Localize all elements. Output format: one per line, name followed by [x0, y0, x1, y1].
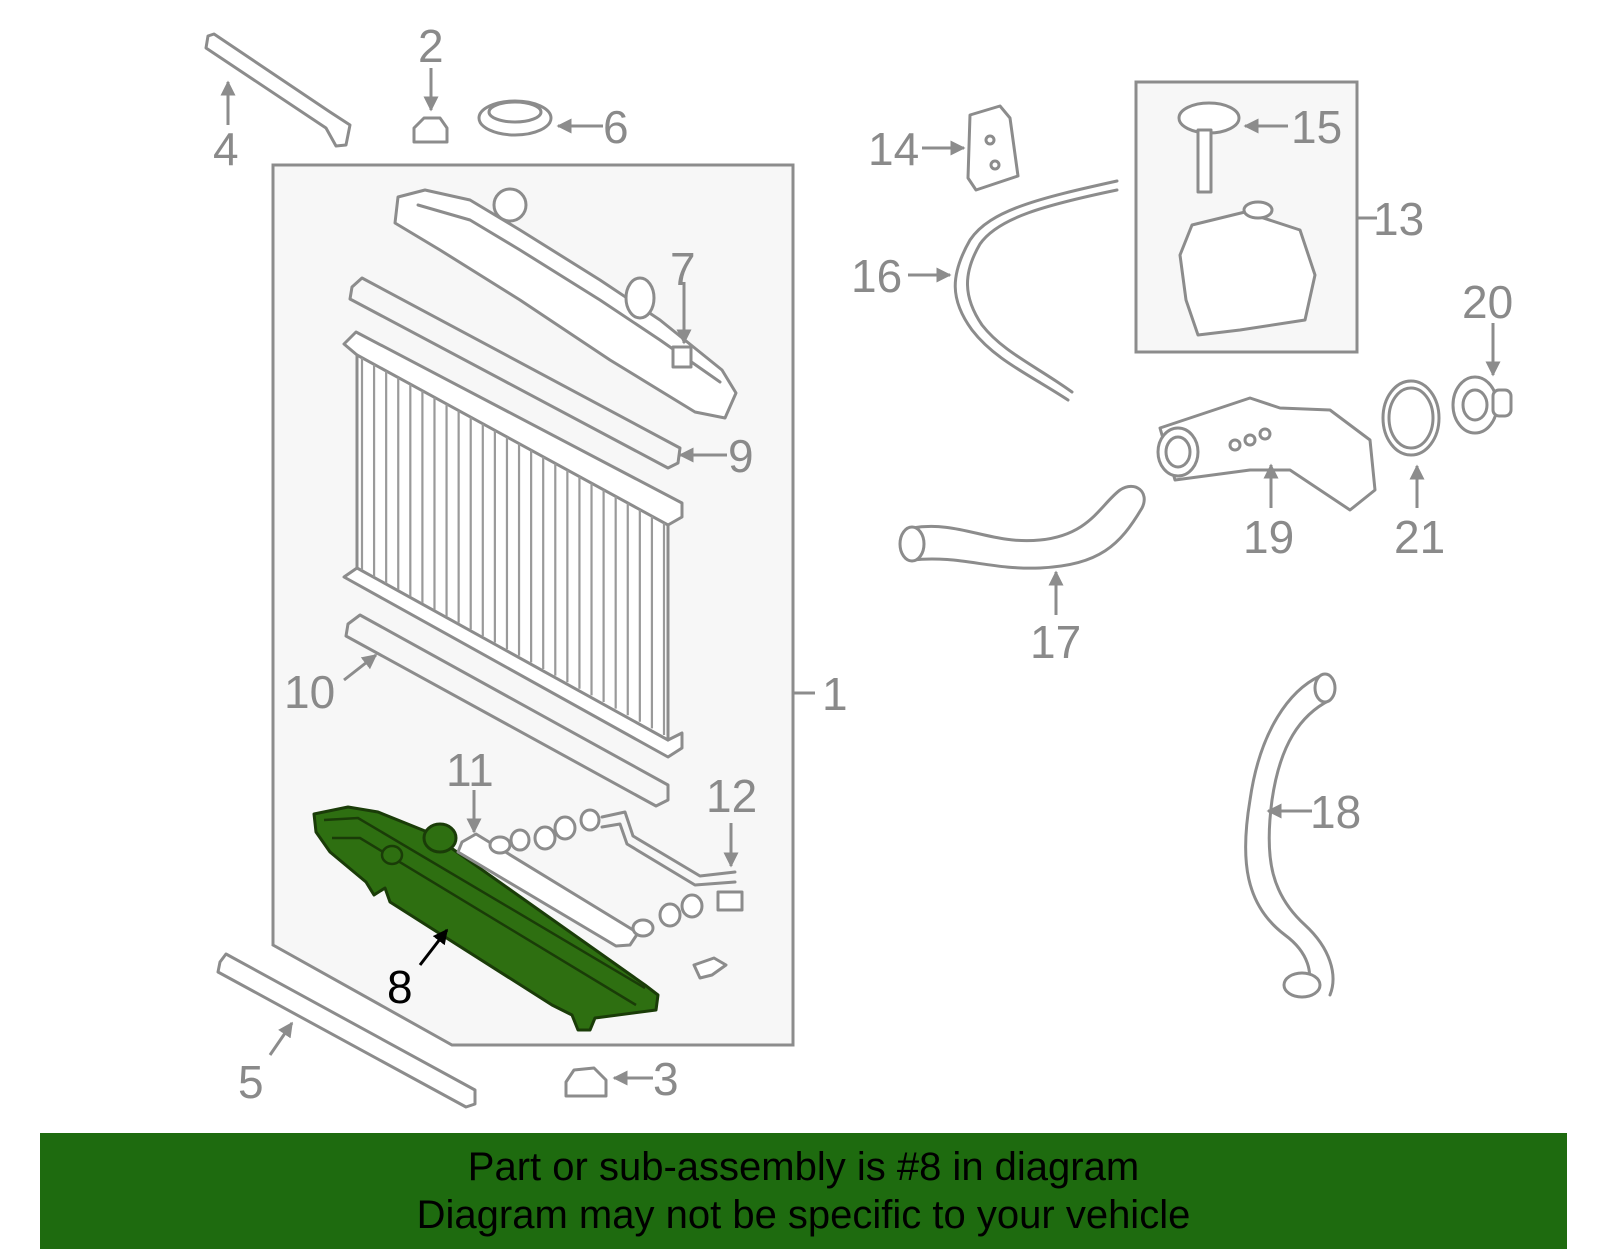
- banner-line-1: Part or sub-assembly is #8 in diagram: [467, 1145, 1140, 1189]
- upper-radiator-hose: 17: [898, 484, 1146, 668]
- callout-4: 4: [213, 123, 239, 175]
- callout-19: 19: [1243, 511, 1294, 563]
- upper-tank-gasket: 9: [348, 276, 754, 482]
- callout-8: 8: [387, 961, 413, 1013]
- callout-18: 18: [1310, 786, 1361, 838]
- banner-line-2: Diagram may not be specific to your vehi…: [416, 1193, 1191, 1237]
- callout-1: 1: [822, 668, 848, 720]
- callout-10: 10: [284, 666, 335, 718]
- callout-16: 16: [851, 250, 902, 302]
- water-inlet: 19: [1156, 396, 1377, 563]
- callout-17: 17: [1030, 616, 1081, 668]
- oil-cooler: 11: [446, 744, 744, 948]
- thermostat: 20: [1451, 276, 1513, 435]
- callout-13: 13: [1373, 193, 1424, 245]
- callout-15: 15: [1291, 101, 1342, 153]
- info-banner: Part or sub-assembly is #8 in diagram Di…: [40, 1133, 1567, 1249]
- callout-21: 21: [1394, 511, 1445, 563]
- upper-tank: 7: [393, 187, 738, 420]
- callout-6: 6: [603, 101, 629, 153]
- lower-tank-highlighted: 8: [312, 805, 660, 1032]
- lower-radiator-hose: 18: [1244, 672, 1361, 999]
- callout-11: 11: [446, 744, 494, 796]
- radiator-cap: 6: [477, 99, 629, 153]
- reservoir-assembly: 13 15: [1134, 80, 1424, 354]
- callout-20: 20: [1462, 276, 1513, 328]
- callout-5: 5: [238, 1056, 264, 1108]
- oil-cooler-pipe: 12: [600, 770, 757, 980]
- callout-14: 14: [868, 123, 919, 175]
- callout-3: 3: [653, 1053, 679, 1105]
- callout-9: 9: [728, 430, 754, 482]
- callout-12: 12: [706, 770, 757, 822]
- lower-seal-strip: 5: [216, 952, 477, 1109]
- radiator-core: [342, 330, 684, 759]
- thermostat-gasket: 21: [1381, 379, 1445, 563]
- overflow-hose: 16: [851, 179, 1119, 402]
- callout-2: 2: [418, 20, 444, 72]
- reservoir-bracket: 14: [868, 104, 1020, 192]
- lower-tank-gasket: 10: [284, 613, 670, 808]
- upper-cushion: 2: [412, 20, 449, 144]
- lower-cushion: 3: [564, 1053, 679, 1105]
- core-fins: [360, 358, 666, 735]
- callout-7: 7: [670, 243, 696, 295]
- upper-seal-strip: 4: [204, 32, 352, 175]
